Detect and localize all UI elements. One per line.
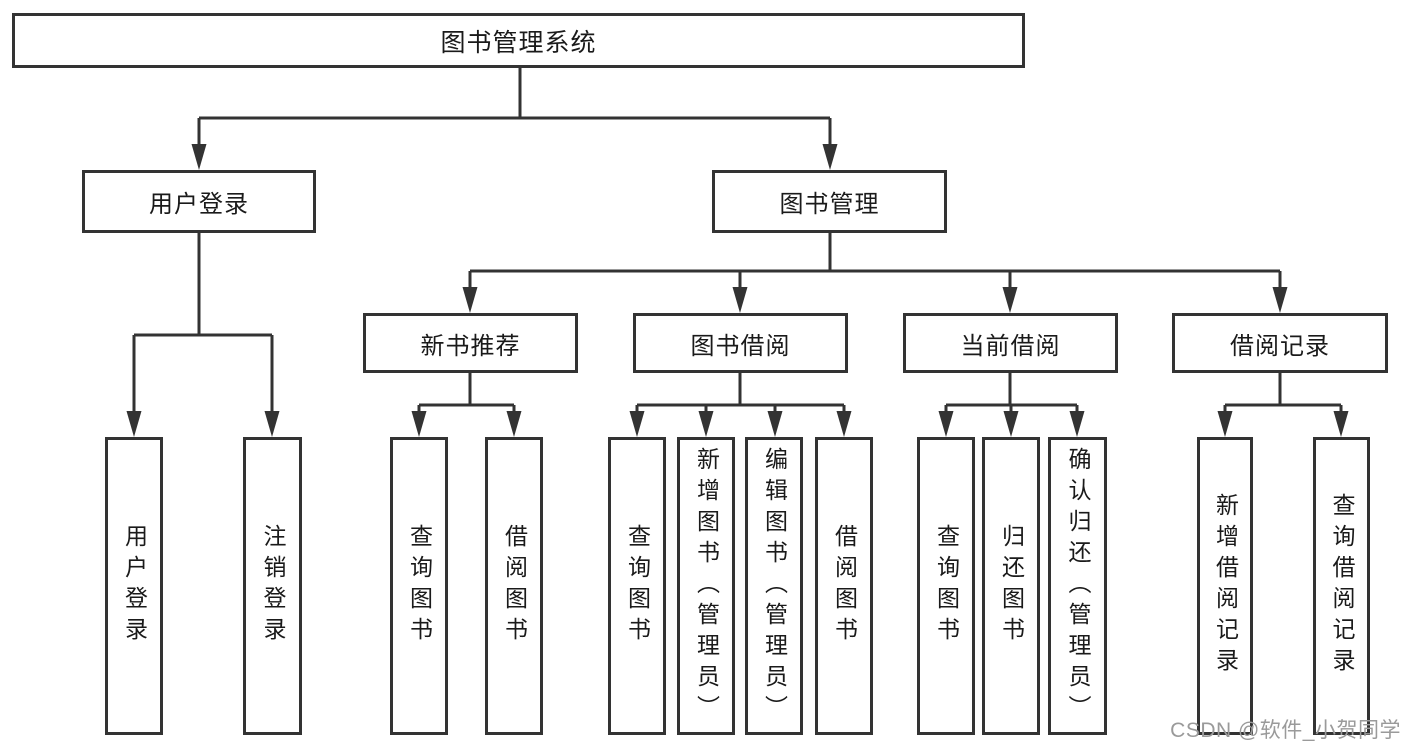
leaf-query-borrow-record: 查询借阅记录: [1313, 437, 1370, 735]
leaf-add-books-admin-label: 新增图书（管理员）: [693, 446, 720, 726]
leaf-edit-books-admin: 编辑图书（管理员）: [745, 437, 803, 735]
leaf-query-books-borrow-label: 查询图书: [624, 524, 651, 648]
node-current-borrowing: 当前借阅: [903, 313, 1118, 373]
node-book-management: 图书管理: [712, 170, 947, 233]
node-borrowing-records: 借阅记录: [1172, 313, 1388, 373]
leaf-add-borrow-record-label: 新增借阅记录: [1212, 493, 1239, 679]
leaf-query-books-current-label: 查询图书: [933, 524, 960, 648]
csdn-watermark: CSDN @软件_小贺同学: [1170, 719, 1401, 742]
leaf-borrow-books: 借阅图书: [815, 437, 873, 735]
leaf-logout: 注销登录: [243, 437, 302, 735]
leaf-query-books-recommend-label: 查询图书: [406, 524, 433, 648]
leaf-borrow-books-label: 借阅图书: [831, 524, 858, 648]
node-library-management-system: 图书管理系统: [12, 13, 1025, 68]
leaf-query-borrow-record-label: 查询借阅记录: [1329, 493, 1355, 679]
leaf-logout-label: 注销登录: [260, 524, 286, 648]
leaf-confirm-return-admin: 确认归还（管理员）: [1048, 437, 1107, 735]
leaf-return-books: 归还图书: [982, 437, 1040, 735]
leaf-edit-books-admin-label: 编辑图书（管理员）: [761, 446, 788, 726]
leaf-add-borrow-record: 新增借阅记录: [1197, 437, 1253, 735]
leaf-add-books-admin: 新增图书（管理员）: [677, 437, 735, 735]
leaf-query-books-current: 查询图书: [917, 437, 975, 735]
node-book-borrowing: 图书借阅: [633, 313, 848, 373]
node-user-login: 用户登录: [82, 170, 316, 233]
leaf-query-books-borrow: 查询图书: [608, 437, 666, 735]
leaf-user-login-label: 用户登录: [121, 524, 148, 648]
leaf-return-books-label: 归还图书: [998, 524, 1025, 648]
leaf-user-login: 用户登录: [105, 437, 163, 735]
leaf-query-books-recommend: 查询图书: [390, 437, 448, 735]
node-new-book-recommendation: 新书推荐: [363, 313, 578, 373]
leaf-borrow-books-recommend: 借阅图书: [485, 437, 543, 735]
leaf-borrow-books-recommend-label: 借阅图书: [501, 524, 528, 648]
leaf-confirm-return-admin-label: 确认归还（管理员）: [1065, 446, 1091, 726]
